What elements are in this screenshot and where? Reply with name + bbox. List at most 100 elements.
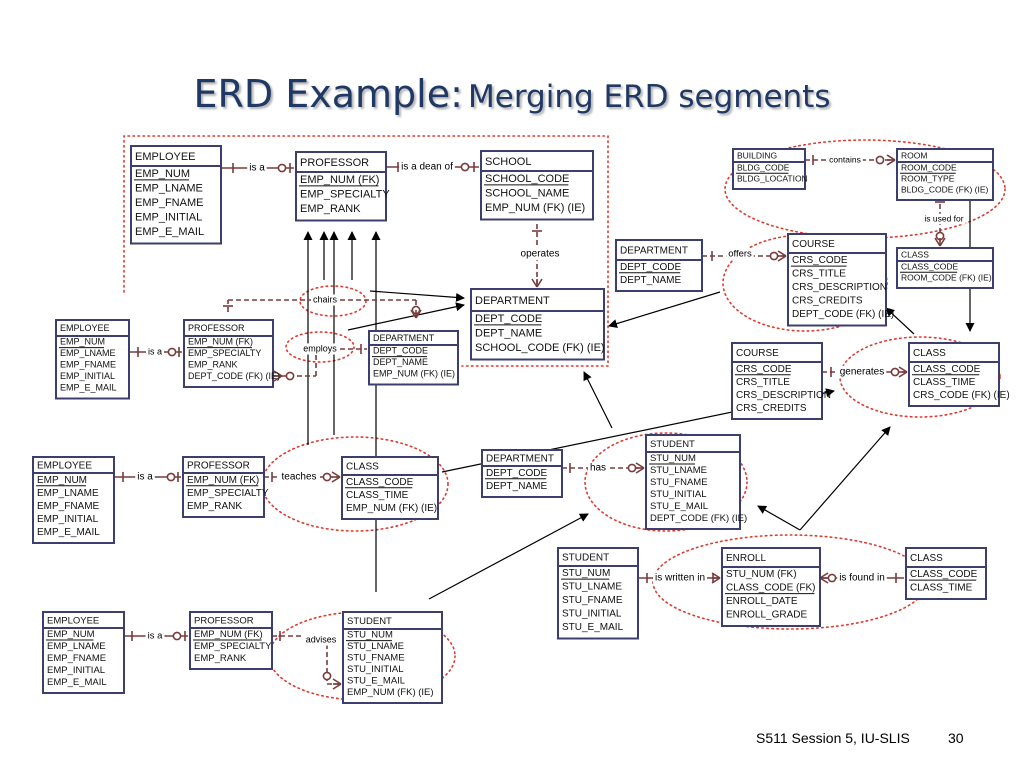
entity-attribute: DEPT_CODE (FK) (IE): [188, 371, 280, 381]
entity-attribute: CRS_CREDITS: [736, 403, 807, 414]
entity-attribute: CLASS_TIME: [910, 583, 973, 594]
entity-attribute: EMP_INITIAL: [37, 514, 99, 525]
entity-attribute: CRS_CODE: [736, 364, 792, 375]
entity-attribute: EMP_E_MAIL: [47, 677, 107, 688]
entity-name: CLASS: [913, 348, 946, 359]
entity-e-emp-4: EMPLOYEEEMP_NUMEMP_LNAMEEMP_FNAMEEMP_INI…: [42, 611, 125, 694]
entity-attribute: STU_LNAME: [347, 641, 404, 652]
entity-name: CLASS: [346, 462, 379, 473]
entity-attribute: STU_NUM: [347, 630, 393, 641]
merge-arrow-6: [369, 290, 465, 302]
footer-page-number: 30: [948, 730, 964, 746]
entity-attribute: STU_NUM: [650, 453, 696, 464]
slide-title: ERD Example: Merging ERD segments: [0, 72, 1024, 116]
rel-label-r_dean: is a dean of: [401, 162, 453, 173]
entity-attribute: EMP_FNAME: [47, 653, 106, 664]
entity-attribute: EMP_SPECIALTY: [194, 641, 272, 652]
entity-attribute: STU_LNAME: [562, 582, 622, 593]
entity-name: ENROLL: [726, 553, 766, 564]
merge-arrow-12: [799, 426, 891, 531]
entity-name: COURSE: [792, 239, 835, 250]
merge-arrow-9: [583, 371, 613, 429]
entity-attribute: EMP_NUM (FK): [188, 337, 253, 347]
entity-name: DEPARTMENT: [620, 246, 688, 257]
entity-attribute: CRS_CREDITS: [792, 296, 863, 307]
entity-attribute: EMP_FNAME: [37, 501, 100, 512]
entity-attribute: DEPT_NAME: [373, 357, 428, 367]
entity-e-course-m: COURSECRS_CODECRS_TITLECRS_DESCRIPTIONCR…: [731, 342, 831, 420]
entity-attribute: EMP_INITIAL: [47, 665, 105, 676]
entity-attribute: EMP_NUM (FK) (IE): [347, 687, 434, 698]
entity-name: PROFESSOR: [187, 461, 250, 472]
entity-attribute: CLASS_CODE (FK): [726, 583, 815, 594]
entity-attribute: DEPT_CODE: [475, 313, 542, 325]
entity-e-dept-r: DEPARTMENT DEPT_CODE DEPT_NAME: [615, 239, 703, 292]
entity-attribute: EMP_NUM (FK): [300, 174, 379, 186]
entity-attribute: EMP_RANK: [188, 360, 238, 370]
entity-attribute: DEPT_CODE (FK) (IE): [650, 513, 747, 524]
rel-label-r_used_for: is used for: [924, 213, 963, 223]
entity-attribute: EMP_E_MAIL: [60, 383, 117, 393]
rel-label-r_operates: operates: [521, 249, 560, 260]
entity-attribute: ROOM_TYPE: [901, 173, 955, 183]
entity-attribute: SCHOOL_NAME: [485, 187, 569, 199]
entity-attribute: DEPT_CODE (FK) (IE): [792, 309, 894, 320]
rel-label-r_isa_3: is a: [137, 472, 153, 483]
merge-arrow-13: [757, 505, 801, 531]
entity-attribute: EMP_INITIAL: [60, 371, 115, 381]
entity-attribute: ROOM_CODE (FK) (IE): [901, 272, 992, 282]
rel-label-r_generates: generates: [840, 367, 884, 378]
entity-attribute: EMP_FNAME: [60, 360, 116, 370]
group-ellipse-4: [299, 285, 367, 317]
entity-attribute: CLASS_CODE: [913, 364, 981, 375]
rel-label-r_found_in: is found in: [839, 573, 885, 584]
entity-attribute: EMP_RANK: [194, 653, 247, 664]
entity-e-student-m: STUDENTSTU_NUMSTU_LNAMESTU_FNAMESTU_INIT…: [645, 434, 747, 530]
entity-attribute: EMP_NUM: [135, 168, 190, 180]
entity-attribute: CLASS_TIME: [913, 377, 976, 388]
entity-attribute: EMP_RANK: [187, 501, 242, 512]
entity-name: ROOM: [901, 151, 927, 161]
entity-attribute: DEPT_NAME: [475, 327, 542, 339]
entity-attribute: BLDG_CODE: [737, 162, 790, 172]
entity-attribute: ENROLL_DATE: [726, 596, 798, 607]
entity-attribute: BLDG_CODE (FK) (IE): [901, 184, 989, 194]
merge-arrow-14: [885, 307, 915, 335]
slide-title-sub: Merging ERD segments: [468, 79, 831, 115]
entity-attribute: DEPT_NAME: [620, 275, 681, 286]
entity-attribute: EMP_FNAME: [135, 197, 203, 209]
entity-name: STUDENT: [347, 616, 392, 627]
rel-label-r_teaches: teaches: [281, 472, 316, 483]
entity-attribute: EMP_NUM (FK) (IE): [373, 369, 455, 379]
entity-attribute: STU_LNAME: [650, 465, 707, 476]
entity-attribute: CLASS_TIME: [346, 490, 409, 501]
entity-attribute: EMP_SPECIALTY: [300, 188, 390, 200]
entity-attribute: EMP_INITIAL: [135, 211, 202, 223]
rel-label-r_isa_4: is a: [148, 631, 164, 642]
entity-attribute: DEPT_NAME: [486, 481, 547, 492]
entity-attribute: EMP_LNAME: [60, 348, 116, 358]
entity-attribute: STU_NUM: [562, 568, 610, 579]
merge-arrow-7: [347, 302, 465, 331]
slide-title-main: ERD Example:: [193, 72, 463, 116]
entity-attribute: CLASS_CODE: [346, 477, 414, 488]
entity-name: STUDENT: [562, 553, 609, 564]
entity-attribute: STU_FNAME: [562, 595, 623, 606]
entity-attribute: STU_E_MAIL: [650, 501, 708, 512]
entity-attribute: DEPT_CODE: [620, 262, 681, 273]
rel-label-r_isa_2: is a: [148, 346, 162, 356]
entity-attribute: CRS_TITLE: [736, 377, 790, 388]
entity-attribute: CLASS_CODE: [910, 569, 978, 580]
entity-attribute: EMP_NUM: [37, 475, 87, 486]
